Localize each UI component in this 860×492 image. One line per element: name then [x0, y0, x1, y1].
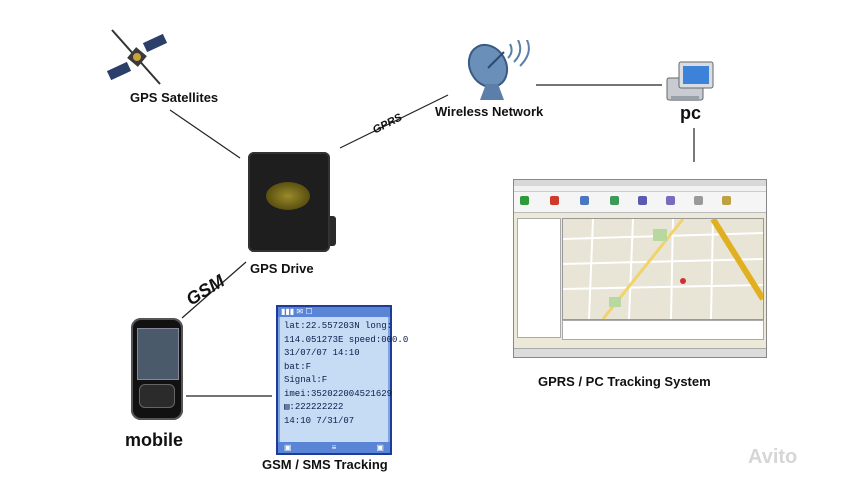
toolbar-icon	[694, 196, 703, 205]
mobile-label: mobile	[125, 430, 184, 450]
sms-status-bar: ▮▮▮ ✉ ☐	[278, 307, 390, 317]
gsm-link-line	[181, 261, 247, 319]
sms-line: 14:10 7/31/07	[284, 415, 355, 426]
sms-line: Signal:F	[284, 375, 328, 385]
device-side-port	[330, 216, 336, 246]
toolbar-icon	[520, 196, 529, 205]
window-menubar	[514, 186, 766, 192]
gprs-link-line	[339, 94, 449, 149]
window-statusbar	[514, 348, 766, 357]
phone-keypad	[139, 384, 175, 408]
gps-satellites-label: GPS Satellites	[130, 90, 219, 105]
globe-logo-icon	[266, 182, 310, 210]
tracking-software-screenshot	[513, 179, 767, 358]
sms-screen: ▮▮▮ ✉ ☐ lat:22.557203N long: 114.051273E…	[276, 305, 409, 455]
gps-tracker-device	[248, 152, 336, 252]
sms-softkey-bar: ▣≡▣	[278, 442, 390, 453]
sms-line: 114.051273E speed:000.0	[284, 334, 409, 345]
gps-drive-label: GPS Drive	[250, 261, 314, 276]
window-titlebar	[514, 180, 766, 186]
toolbar-icon	[638, 196, 647, 205]
avito-watermark: Avito	[748, 446, 798, 468]
window-toolbar	[514, 192, 766, 213]
pc-label: pc	[680, 103, 702, 123]
wireless-network-label: Wireless Network	[435, 104, 544, 119]
sms-line: bat:F	[284, 361, 312, 372]
sms-line: 31/07/07 14:10	[284, 348, 360, 358]
satellite-icon	[106, 29, 168, 85]
data-grid	[562, 320, 764, 340]
sms-message-body: lat:22.557203N long: 114.051273E speed:0…	[278, 317, 409, 428]
toolbar-icon	[580, 196, 589, 205]
mobile-phone-image	[131, 318, 183, 420]
gprs-pc-tracking-label: GPRS / PC Tracking System	[538, 374, 711, 389]
toolbar-icon	[610, 196, 619, 205]
tracking-map	[562, 218, 764, 320]
satellite-dish-icon	[467, 40, 530, 100]
sms-line: imei:352022004521629	[284, 388, 393, 399]
satellite-device-link	[169, 109, 241, 159]
device-tree-panel	[517, 218, 561, 338]
toolbar-icon	[666, 196, 675, 205]
toolbar-icon	[550, 196, 559, 205]
computer-icon	[666, 61, 714, 101]
sms-line: ▤:222222222	[284, 402, 344, 412]
toolbar-icon	[722, 196, 731, 205]
sms-line: lat:22.557203N long:	[284, 321, 393, 331]
phone-screen	[137, 328, 179, 380]
gsm-sms-tracking-label: GSM / SMS Tracking	[262, 457, 388, 472]
